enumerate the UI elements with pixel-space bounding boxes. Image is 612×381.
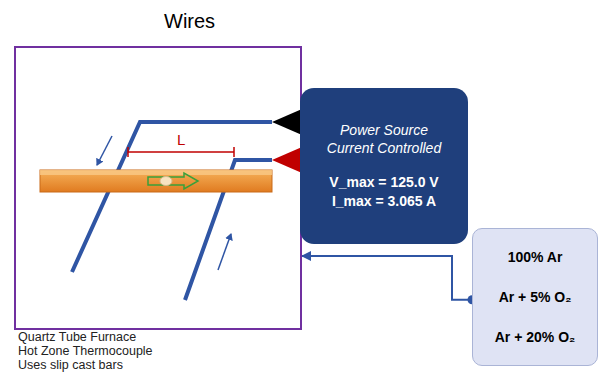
source-title: Power Source (340, 121, 428, 139)
furnace-notes: Quartz Tube FurnaceHot Zone Thermocouple… (18, 330, 153, 372)
source-title: Current Controlled (327, 139, 441, 157)
slip-cast-bar (40, 170, 272, 192)
wire (72, 122, 272, 272)
furnace-frame: Quartz Tube FurnaceHot Zone Thermocouple… (14, 46, 302, 330)
dimension-label: L (177, 131, 185, 148)
terminal-black (272, 109, 302, 135)
bar-top-face (40, 170, 272, 175)
dimension-line (128, 151, 234, 153)
dimension-tick (233, 147, 235, 157)
terminal-red (272, 147, 302, 173)
current-arrow (218, 234, 231, 270)
gas-option: Ar + 5% O₂ (499, 288, 572, 306)
dimension-tick (127, 147, 129, 157)
power-source-box: Power SourceCurrent ControlledV_max = 12… (300, 88, 468, 244)
source-rating: I_max = 3.065 A (332, 192, 436, 211)
diagram-title: Wires (164, 10, 215, 33)
gas-option-box: 100% Ar Ar + 5% O₂ Ar + 20% O₂ (472, 228, 598, 366)
note-line: Hot Zone Thermocouple (18, 344, 153, 358)
gas-option: Ar + 20% O₂ (495, 328, 576, 346)
gas-option: 100% Ar (508, 248, 563, 266)
note-line: Quartz Tube Furnace (18, 330, 153, 344)
source-rating: V_max = 125.0 V (329, 173, 438, 192)
current-arrow (97, 136, 112, 165)
motion-arrow (148, 173, 198, 189)
gas-feed-arrow (302, 256, 472, 300)
sample (160, 177, 172, 186)
note-line: Uses slip cast bars (18, 358, 153, 372)
